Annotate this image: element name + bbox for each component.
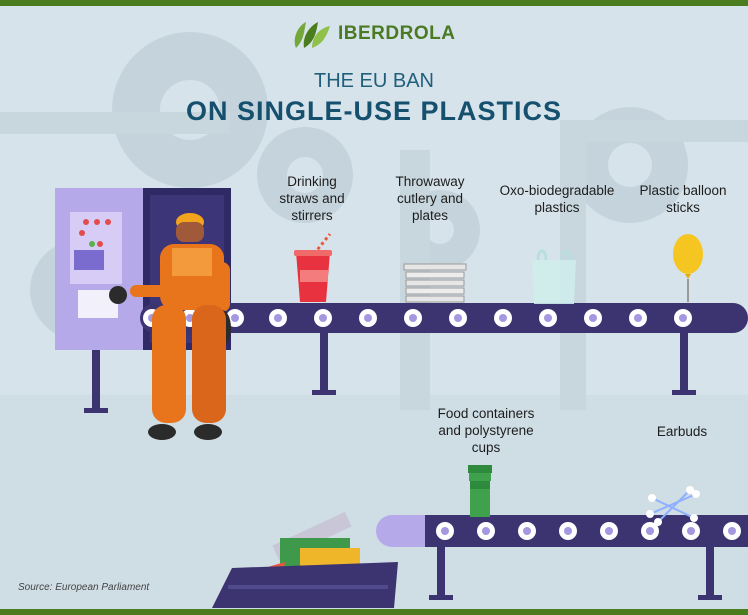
label-straws: Drinking straws and stirrers [279, 174, 345, 223]
title-line-2: ON SINGLE-USE PLASTICS [185, 96, 563, 126]
cups-stack-icon [468, 465, 492, 517]
label-cutlery: Throwaway cutlery and plates [395, 174, 465, 223]
balloon-icon [673, 234, 703, 302]
brand-name: IBERDROLA [338, 23, 456, 44]
label-earbuds: Earbuds [656, 424, 708, 439]
title-line-1: THE EU BAN [313, 70, 435, 92]
label-balloon: Plastic balloon sticks [639, 183, 727, 215]
leaf-logo-icon [294, 22, 330, 48]
source-note: Source: European Parliament [18, 582, 150, 593]
top-brand-bar [0, 0, 748, 6]
cup-with-straw-icon [294, 233, 332, 302]
upper-conveyor [140, 303, 748, 395]
worker-figure [109, 213, 231, 440]
plates-stack-icon [403, 263, 467, 303]
bottom-brand-bar [0, 609, 748, 615]
plastic-bag-icon [532, 249, 576, 304]
label-food-containers: Food containers and polystyrene cups [437, 406, 535, 455]
waste-bin [212, 511, 398, 608]
brand-logo: IBERDROLA [290, 18, 455, 50]
label-oxo: Oxo-biodegradable plastics [499, 183, 615, 215]
earbuds-icon [646, 486, 700, 526]
